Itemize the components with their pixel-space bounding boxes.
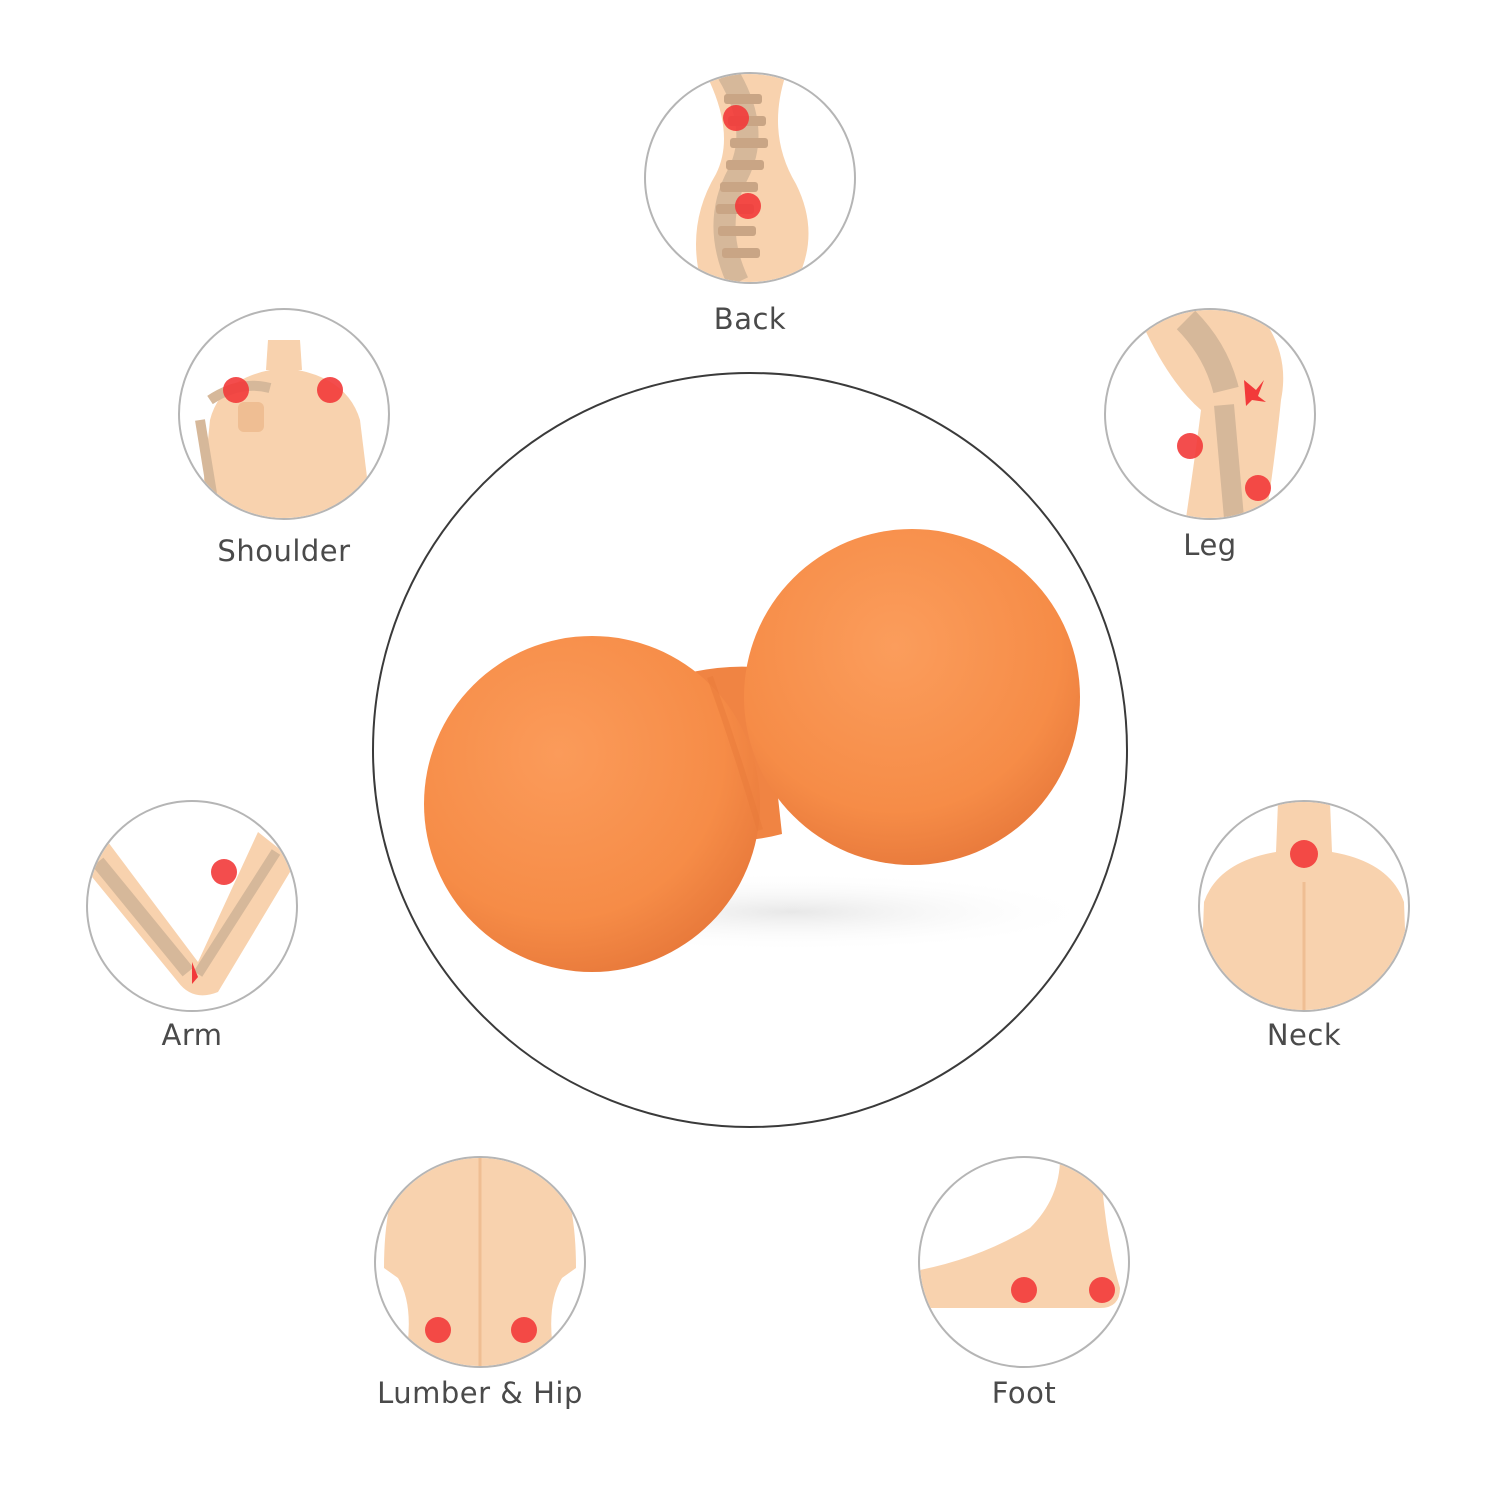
- area-arm: Arm: [86, 800, 298, 1052]
- label-lumber-hip: Lumber & Hip: [377, 1376, 583, 1410]
- shoulder-icon: [195, 340, 372, 518]
- neck-ring: [1198, 800, 1410, 1012]
- lumber-hip-ring: [374, 1156, 586, 1368]
- leg-ring: [1104, 308, 1316, 520]
- area-back: Back: [644, 72, 856, 336]
- spine-icon: [696, 74, 809, 282]
- area-leg: Leg: [1104, 308, 1316, 562]
- area-neck: Neck: [1198, 800, 1410, 1052]
- label-back: Back: [713, 302, 787, 336]
- back-ring: [644, 72, 856, 284]
- label-neck: Neck: [1266, 1018, 1342, 1052]
- area-foot: Foot: [918, 1156, 1130, 1410]
- arm-ring: [86, 800, 298, 1012]
- knee-icon: [1136, 310, 1284, 518]
- label-leg: Leg: [1183, 528, 1237, 562]
- foot-icon: [920, 1158, 1120, 1308]
- area-shoulder: Shoulder: [178, 308, 390, 568]
- shoulder-ring: [178, 308, 390, 520]
- neck-icon: [1200, 802, 1408, 1010]
- product-ring: [372, 372, 1128, 1128]
- label-shoulder: Shoulder: [217, 534, 351, 568]
- label-arm: Arm: [161, 1018, 223, 1052]
- elbow-icon: [88, 832, 296, 996]
- peanut-massage-ball-icon: [424, 529, 1102, 972]
- area-lumber-hip: Lumber & Hip: [374, 1156, 586, 1410]
- label-foot: Foot: [991, 1376, 1057, 1410]
- foot-ring: [918, 1156, 1130, 1368]
- lower-back-icon: [384, 1158, 576, 1366]
